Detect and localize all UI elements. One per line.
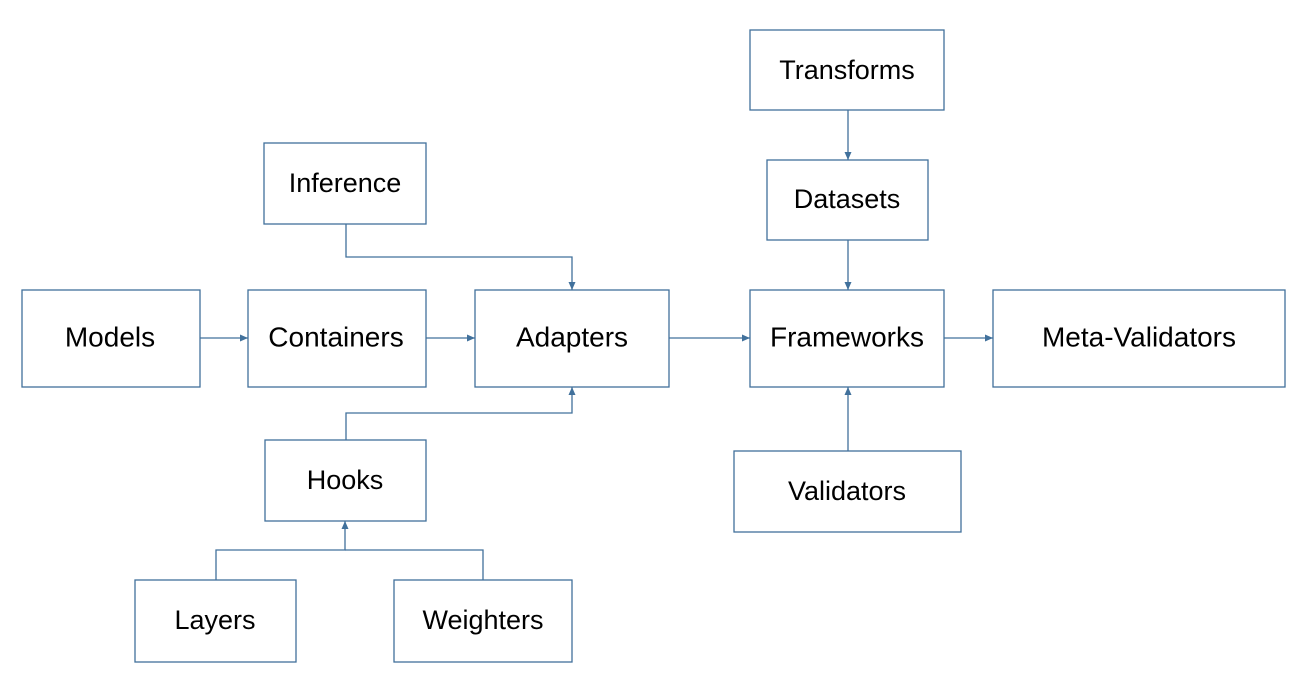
- node-inference: Inference: [263, 142, 427, 225]
- node-models: Models: [21, 289, 201, 388]
- edge-layers-to-hooks: [215, 521, 349, 580]
- node-transforms: Transforms: [749, 29, 945, 111]
- node-transforms-label: Transforms: [779, 55, 915, 85]
- node-validators-label: Validators: [788, 476, 906, 506]
- node-datasets: Datasets: [766, 159, 929, 241]
- node-containers: Containers: [247, 289, 427, 388]
- node-weighters-label: Weighters: [422, 605, 543, 635]
- node-hooks-label: Hooks: [307, 465, 384, 495]
- node-inference-label: Inference: [289, 168, 402, 198]
- node-datasets-label: Datasets: [794, 184, 901, 214]
- edge-inference-to-adapters: [345, 224, 576, 290]
- nodes: Transforms Inference Datasets Models Con…: [21, 29, 1286, 663]
- node-adapters: Adapters: [474, 289, 670, 388]
- node-meta-validators-label: Meta-Validators: [1042, 322, 1236, 353]
- node-frameworks: Frameworks: [749, 289, 945, 388]
- edges: [200, 110, 993, 580]
- node-weighters: Weighters: [393, 579, 573, 663]
- node-frameworks-label: Frameworks: [770, 322, 924, 353]
- node-adapters-label: Adapters: [516, 322, 628, 353]
- node-validators: Validators: [733, 450, 962, 533]
- node-hooks: Hooks: [264, 439, 427, 522]
- node-models-label: Models: [65, 322, 155, 353]
- node-containers-label: Containers: [268, 322, 403, 353]
- node-layers-label: Layers: [174, 605, 255, 635]
- node-layers: Layers: [134, 579, 297, 663]
- node-meta-validators: Meta-Validators: [992, 289, 1286, 388]
- edge-weighters-to-hooks: [345, 549, 484, 580]
- edge-hooks-to-adapters: [345, 387, 576, 440]
